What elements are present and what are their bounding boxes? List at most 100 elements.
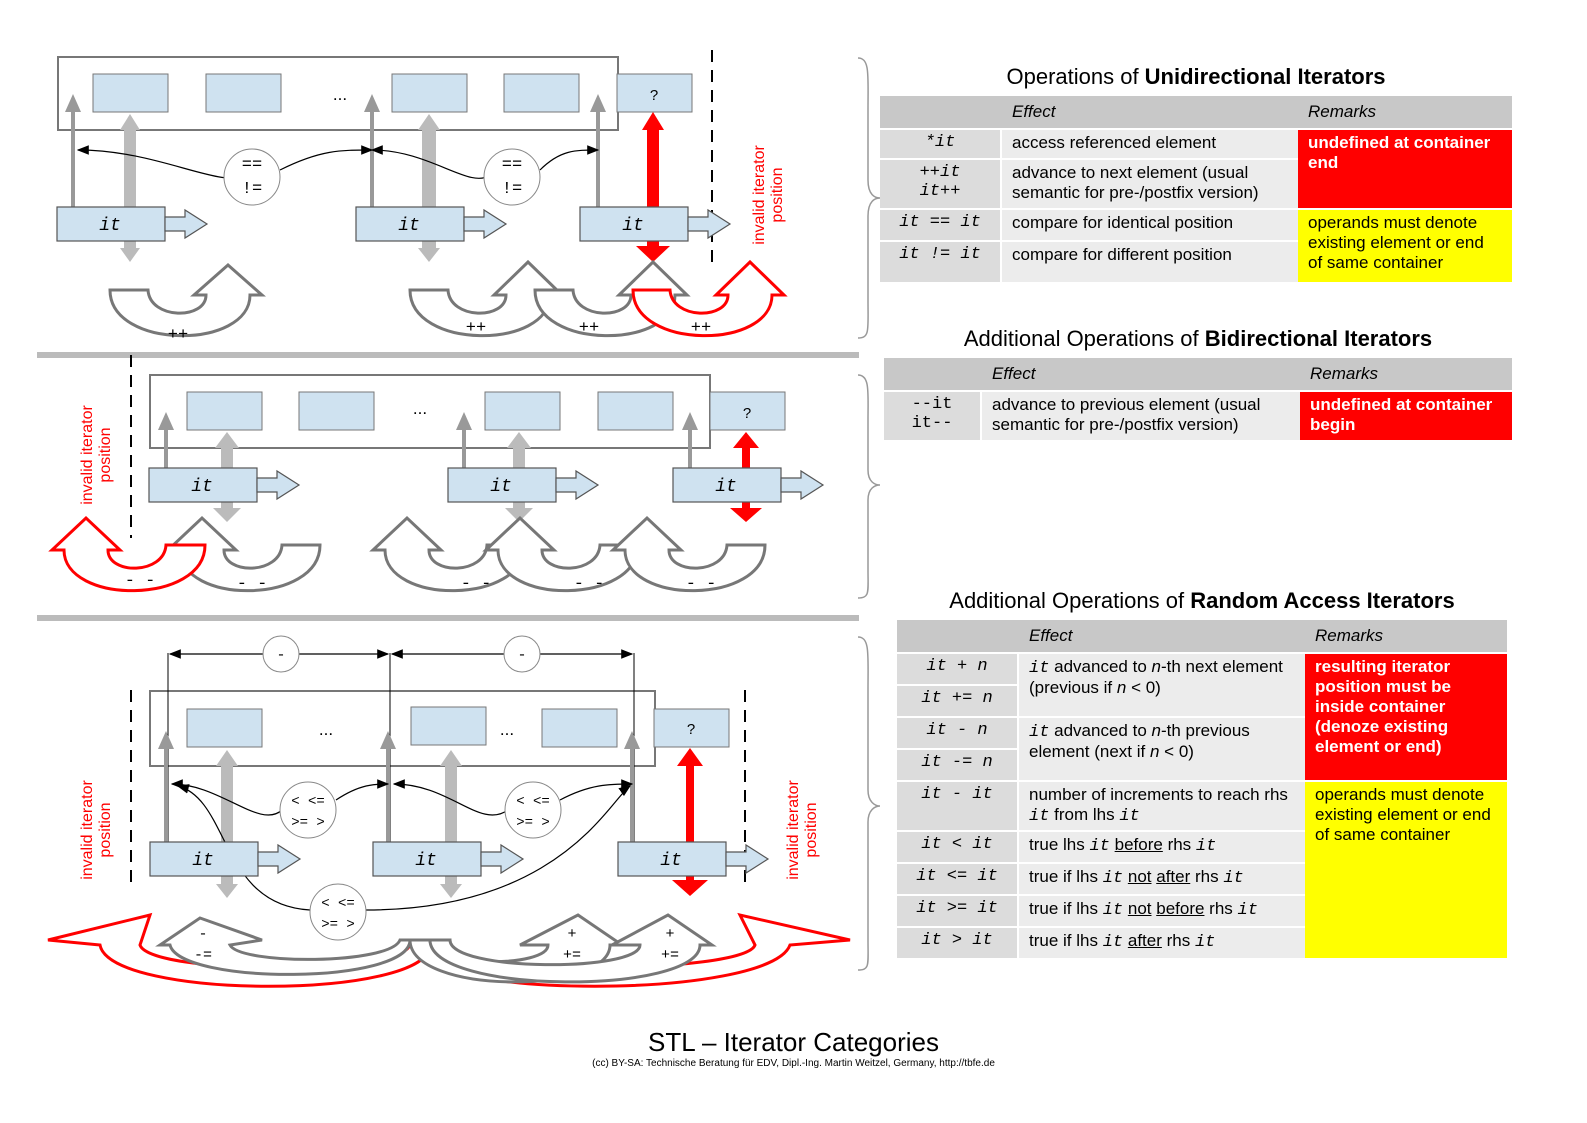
dec-label: - -	[461, 575, 492, 594]
dec-label: - -	[237, 575, 268, 594]
iterator-box	[149, 841, 301, 877]
iterator-box	[617, 841, 769, 877]
iterator-box	[372, 841, 524, 877]
ne-label: !=	[502, 180, 522, 199]
iterator-label: it	[660, 851, 682, 871]
effect-cell: true if lhs it after rhs it	[1019, 926, 1305, 958]
section-divider	[37, 352, 859, 358]
increment-arrows	[108, 259, 691, 338]
table-row: *it access referenced element undefined …	[880, 128, 1512, 208]
distance-circle	[262, 635, 300, 673]
header-effect: Effect	[982, 358, 1300, 390]
invalid-position-label: position	[97, 802, 114, 857]
bi-table: Effect Remarks --it it-- advance to prev…	[884, 358, 1512, 440]
iterator-box	[148, 467, 300, 503]
dots-label: ...	[500, 720, 514, 739]
dots-label: ...	[413, 399, 427, 418]
iterator-label: it	[192, 851, 214, 871]
header-effect: Effect	[1002, 96, 1298, 128]
compare-circle	[483, 148, 541, 206]
minus-label: -	[198, 926, 207, 943]
header-remarks: Remarks	[1300, 358, 1512, 390]
plus-label: +	[665, 926, 674, 943]
header-op	[880, 96, 1002, 128]
table-row: it - n it advanced to n-th previous elem…	[897, 716, 1507, 780]
iterator-box	[579, 206, 731, 242]
ne-label: !=	[242, 180, 262, 199]
table-row: it += n	[897, 684, 1507, 716]
iterator-label: it	[715, 477, 737, 497]
dots-label: ...	[333, 85, 347, 104]
element-box	[410, 706, 487, 746]
element-box	[186, 708, 263, 748]
end-box	[653, 708, 730, 748]
invalid-position-label: invalid iterator	[79, 405, 96, 505]
effect-cell: true if lhs it not before rhs it	[1019, 894, 1305, 926]
effect-cell: compare for different position	[1002, 240, 1298, 282]
iterator-box	[56, 206, 208, 242]
element-box	[298, 391, 375, 431]
table-row: --it it-- advance to previous element (u…	[884, 390, 1512, 440]
iterator-label: it	[398, 216, 420, 236]
effect-cell: advance to next element (usual semantic …	[1002, 158, 1298, 208]
iterator-label: it	[490, 477, 512, 497]
element-box	[391, 73, 468, 113]
minus-assign-label: -=	[194, 947, 212, 964]
remark-yellow: operands must denote existing element or…	[1305, 780, 1507, 958]
iterator-label: it	[191, 477, 213, 497]
invalid-position-label: position	[803, 802, 820, 857]
op-cell: it -= n	[897, 748, 1019, 780]
dec-label: - -	[125, 572, 156, 591]
effect-cell: it advanced to n-th previous element (ne…	[1019, 716, 1305, 780]
table-row: it < it true lhs it before rhs it	[897, 830, 1507, 862]
remark-yellow: operands must denote existing element or…	[1298, 208, 1512, 282]
end-box	[616, 73, 693, 113]
minus-label: -	[517, 647, 526, 664]
op-cell: ++it it++	[880, 158, 1002, 208]
table-row: it + n it advanced to n-th next element …	[897, 652, 1507, 780]
effect-cell: true lhs it before rhs it	[1019, 830, 1305, 862]
eq-label: ==	[242, 156, 262, 175]
op-cell: it == it	[880, 208, 1002, 240]
decrement-arrows	[164, 515, 767, 593]
cmp-label: >= >	[291, 815, 325, 831]
element-box	[597, 391, 674, 431]
dots-label: ...	[319, 720, 333, 739]
distance-circle	[503, 635, 541, 673]
table-row: it != it compare for different position	[880, 240, 1512, 282]
end-marker-label: ?	[687, 721, 695, 738]
op-cell: it - it	[897, 780, 1019, 830]
op-cell: it += n	[897, 684, 1019, 716]
section-brace	[857, 374, 881, 599]
cmp-label: < <=	[516, 794, 550, 810]
invalid-position-label: position	[769, 167, 786, 222]
end-marker-label: ?	[650, 87, 658, 104]
section-divider	[37, 615, 859, 621]
iterator-box	[672, 467, 824, 503]
header-remarks: Remarks	[1305, 620, 1507, 652]
license-note: (cc) BY-SA: Technische Beratung für EDV,…	[592, 1058, 995, 1069]
table-row: it > it true if lhs it after rhs it	[897, 926, 1507, 958]
bi-title: Additional Operations of Bidirectional I…	[884, 326, 1512, 352]
invalid-increment-arrow	[631, 259, 788, 338]
iterator-label: it	[622, 216, 644, 236]
section-bidirectional: ... ? it it it - - - - - - - -	[48, 355, 881, 599]
op-cell: it + n	[897, 652, 1019, 684]
inc-label: ++	[579, 319, 599, 338]
bi-title-prefix: Additional Operations of	[963, 326, 1205, 351]
invalid-position-label: invalid iterator	[751, 145, 768, 245]
element-box	[92, 73, 169, 113]
inc-label: ++	[691, 319, 711, 338]
op-cell: it >= it	[897, 894, 1019, 926]
table-row: it - it number of increments to reach rh…	[897, 780, 1507, 958]
header-remarks: Remarks	[1298, 96, 1512, 128]
iterator-label: it	[415, 851, 437, 871]
dec-label: - -	[574, 575, 605, 594]
element-box	[484, 391, 561, 431]
bi-title-bold: Bidirectional Iterators	[1204, 326, 1433, 351]
effect-cell: compare for identical position	[1002, 208, 1298, 240]
iterator-label: it	[99, 216, 121, 236]
minus-label: -	[276, 647, 285, 664]
dec-label: - -	[686, 575, 717, 594]
uni-table: Effect Remarks *it access referenced ele…	[880, 96, 1512, 282]
